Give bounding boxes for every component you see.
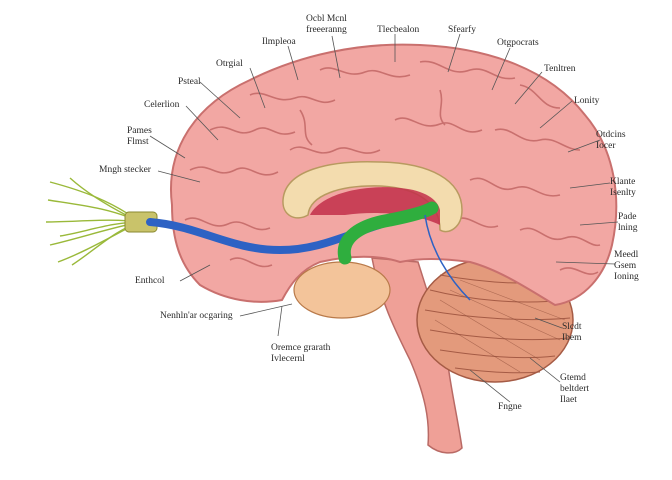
- label-top4: Sfearfy: [448, 25, 476, 35]
- thalamus: [293, 261, 391, 319]
- label-right3: Otdcins Iocer: [596, 130, 626, 151]
- label-left7: Nenhln'ar ocgaring: [160, 311, 233, 321]
- label-top3: Tlecbealon: [377, 25, 420, 35]
- label-right5: Pade lning: [618, 212, 638, 233]
- label-top1: Ocbl Mcnl freeeranng: [306, 14, 347, 35]
- label-bottom1: Fngne: [498, 402, 522, 412]
- label-right2: Lonity: [574, 96, 600, 106]
- label-right1: Tenltren: [544, 64, 576, 74]
- leader-lines: [149, 33, 619, 403]
- label-right6: Meedl Gsem Ioning: [614, 250, 639, 282]
- gyri: [184, 60, 601, 275]
- label-right7: Slcdt Ibem: [562, 322, 582, 343]
- label-left1: Otrgial: [216, 59, 243, 69]
- label-right4: Klante Isenlty: [610, 177, 636, 198]
- label-top2: Ilmpleoa: [262, 37, 296, 47]
- label-left3: Celerlion: [144, 100, 180, 110]
- green-nerve: [337, 201, 439, 265]
- label-left5: Mngh stecker: [99, 165, 151, 175]
- label-left4: Pames Flmst: [127, 126, 152, 147]
- label-top5: Otgpocrats: [497, 38, 539, 48]
- label-left8: Oremce grarath Ivlecernl: [271, 343, 331, 364]
- label-right8: Gtemd beltdert Ilaet: [560, 373, 590, 405]
- label-left2: Psteal: [178, 77, 201, 87]
- corpus-callosum: [282, 161, 463, 233]
- label-left6: Enthcol: [135, 276, 165, 286]
